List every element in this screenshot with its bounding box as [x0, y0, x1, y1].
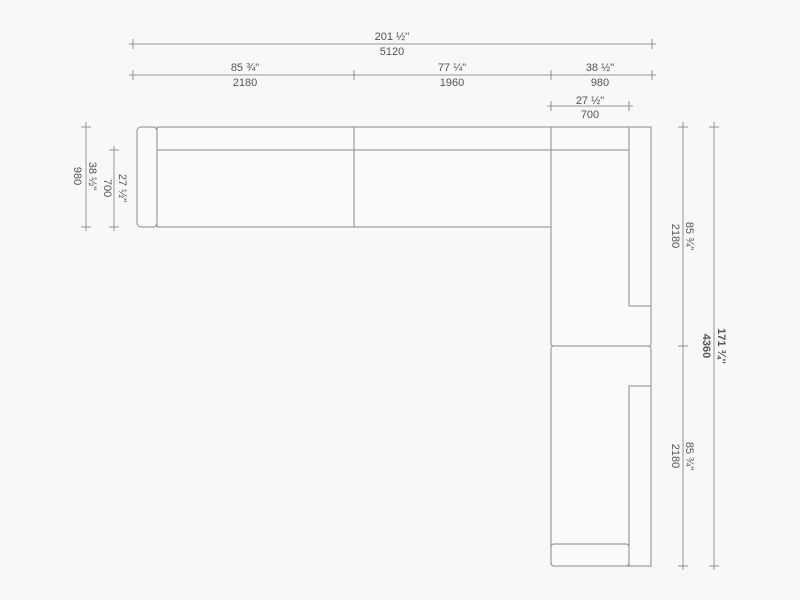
- segment-3-inches: 38 ½": [586, 62, 614, 74]
- left-seat-depth-inches: 27 ½": [116, 174, 128, 202]
- overall-width-mm: 5120: [380, 46, 404, 58]
- segment-3-mm: 980: [591, 77, 609, 89]
- left-depth-mm: 980: [71, 167, 83, 185]
- segment-2-mm: 1960: [440, 77, 464, 89]
- right-upper-mm: 2180: [669, 224, 681, 248]
- chaise-side-backrest: [628, 385, 652, 567]
- segment-dimensions: 85 ¾" 2180 77 ¼" 1960 38 ½" 980: [129, 62, 656, 89]
- module-2-seat: [353, 149, 552, 228]
- overall-length-inches: 171 ¾'': [715, 328, 727, 364]
- overall-length-mm: 4360: [700, 334, 712, 358]
- module-1-seat: [156, 149, 355, 228]
- corner-side-backrest: [628, 126, 652, 307]
- left-seat-depth-mm: 700: [101, 179, 113, 197]
- sofa-plan: [136, 126, 652, 567]
- right-upper-inches: 85 ¾": [683, 222, 695, 250]
- module-1-backrest: [156, 126, 355, 151]
- seat-depth-top-mm: 700: [581, 109, 599, 121]
- seat-depth-top-dimension: 27 ½" 700: [547, 95, 633, 121]
- segment-2-inches: 77 ¼": [438, 62, 466, 74]
- right-length-dimensions: 2180 85 ¾" 2180 85 ¾" 4360 171 ¾'': [669, 122, 727, 570]
- chaise-end-cushion: [550, 543, 630, 567]
- segment-1-mm: 2180: [233, 77, 257, 89]
- seat-depth-top-inches: 27 ½": [576, 95, 604, 107]
- left-armrest: [136, 126, 158, 228]
- left-depth-dimensions: 980 38 ½" 700 27 ½": [71, 122, 128, 231]
- module-2-backrest: [353, 126, 552, 151]
- left-depth-inches: 38 ½": [86, 162, 98, 190]
- overall-width-inches: 201 ½'': [375, 31, 410, 43]
- right-lower-inches: 85 ¾": [683, 442, 695, 470]
- overall-width-dimension: 201 ½'' 5120: [129, 31, 656, 58]
- segment-1-inches: 85 ¾": [231, 62, 259, 74]
- right-lower-mm: 2180: [669, 444, 681, 468]
- corner-backrest: [550, 126, 630, 151]
